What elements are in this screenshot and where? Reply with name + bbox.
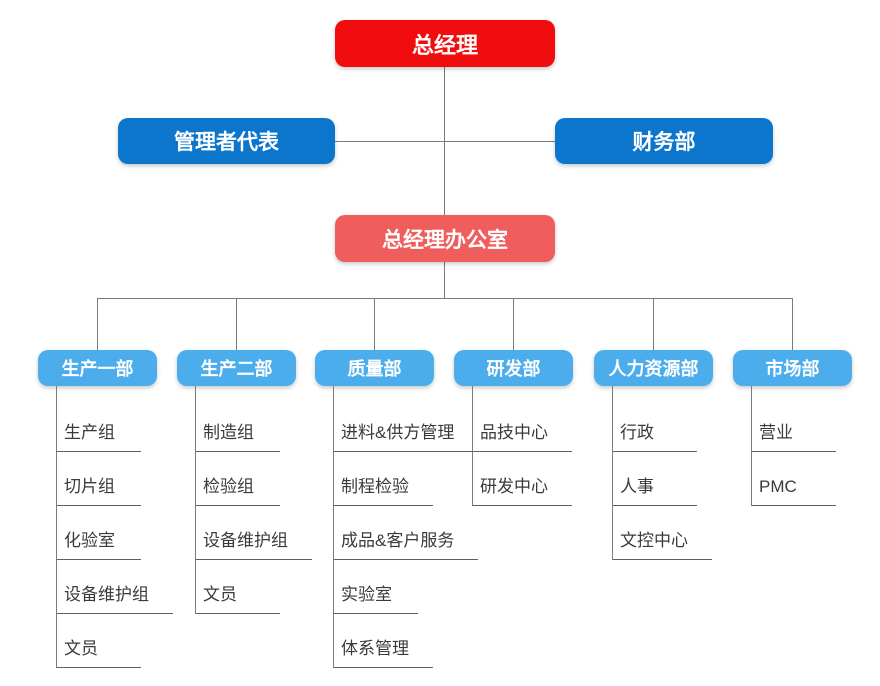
connector-drop-production-2 (236, 298, 237, 350)
org-list-item: 人事 (613, 452, 697, 506)
node-finance-dept: 财务部 (555, 118, 773, 164)
org-list-item: 体系管理 (334, 614, 433, 668)
org-list-item: 研发中心 (473, 452, 572, 506)
org-list-item: 生产组 (57, 386, 141, 452)
node-dept-production-1: 生产一部 (38, 350, 157, 386)
node-dept-rnd: 研发部 (454, 350, 573, 386)
connector-office-down (444, 261, 445, 298)
connector-drop-quality (374, 298, 375, 350)
node-dept-hr: 人力资源部 (594, 350, 713, 386)
org-list-item: 化验室 (57, 506, 141, 560)
org-list-item: 文员 (57, 614, 141, 668)
connector-drop-rnd (513, 298, 514, 350)
list-production-1: 生产组 切片组 化验室 设备维护组 文员 (56, 386, 173, 668)
org-list-item: 设备维护组 (196, 506, 312, 560)
node-general-manager: 总经理 (335, 20, 555, 67)
connector-mgmt-rep (335, 141, 445, 142)
org-list-item: PMC (752, 452, 836, 506)
list-marketing: 营业 PMC (751, 386, 836, 506)
connector-drop-production-1 (97, 298, 98, 350)
connector-finance (445, 141, 555, 142)
node-dept-marketing: 市场部 (733, 350, 852, 386)
node-management-representative: 管理者代表 (118, 118, 335, 164)
org-list-item: 行政 (613, 386, 697, 452)
org-list-item: 检验组 (196, 452, 280, 506)
list-rnd: 品技中心 研发中心 (472, 386, 572, 506)
org-list-item: 制造组 (196, 386, 280, 452)
org-list-item: 进料&供方管理 (334, 386, 479, 452)
org-list-item: 设备维护组 (57, 560, 173, 614)
org-list-item: 制程检验 (334, 452, 433, 506)
org-list-item: 文员 (196, 560, 280, 614)
node-dept-production-2: 生产二部 (177, 350, 296, 386)
org-list-item: 营业 (752, 386, 836, 452)
connector-drop-hr (653, 298, 654, 350)
connector-departments-bus (97, 298, 793, 299)
list-quality: 进料&供方管理 制程检验 成品&客户服务 实验室 体系管理 (333, 386, 479, 668)
org-list-item: 切片组 (57, 452, 141, 506)
org-list-item: 文控中心 (613, 506, 712, 560)
node-dept-quality: 质量部 (315, 350, 434, 386)
org-list-item: 品技中心 (473, 386, 572, 452)
list-production-2: 制造组 检验组 设备维护组 文员 (195, 386, 312, 614)
node-gm-office: 总经理办公室 (335, 215, 555, 262)
list-hr: 行政 人事 文控中心 (612, 386, 712, 560)
connector-drop-marketing (792, 298, 793, 350)
org-list-item: 成品&客户服务 (334, 506, 479, 560)
org-list-item: 实验室 (334, 560, 418, 614)
